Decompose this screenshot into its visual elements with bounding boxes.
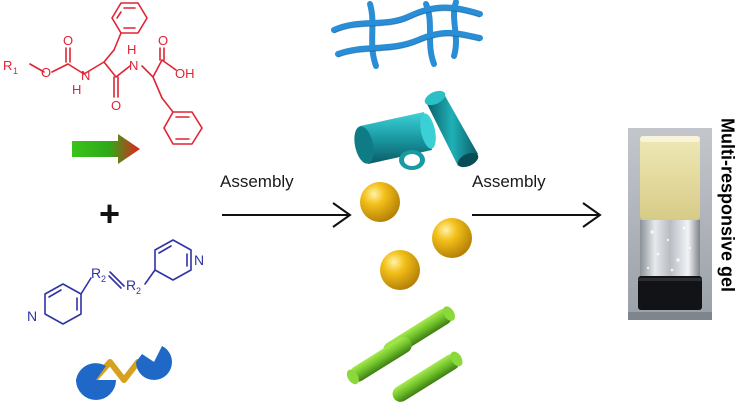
acid-oh-label: OH [175,66,195,81]
bipyridine-bonds [44,239,192,325]
nanorods [346,306,463,402]
dipeptide-bonds [29,2,203,145]
gel-vial-photo [628,128,712,320]
r2-second-label: R [126,277,136,293]
plus-sign: + [99,193,121,234]
nh2-n-label: N [129,58,138,73]
dipeptide-atom-labels: R 1 O O N H N H O O OH [3,33,195,113]
step1-assembly-label: Assembly [220,172,294,191]
r2-second-subscript: 2 [136,286,141,296]
bipyridine-molecule: N N R 2 R 2 [27,239,204,325]
ether-oxygen-label: O [41,65,51,80]
nh2-h-label: H [127,42,136,57]
r2-first-subscript: 2 [101,274,106,284]
step1-arrow [222,202,352,228]
step2-assembly-label: Assembly [472,172,546,191]
step2-arrow [472,202,602,228]
carbonyl-oxygen-label: O [63,33,73,48]
nh1-h-label: H [72,82,81,97]
multi-responsive-gel-label: Multi-responsive gel [717,117,738,293]
bipyridine-atom-labels: N N R 2 R 2 [27,252,204,324]
r1-label: R [3,58,12,73]
fiber-network [331,0,483,69]
spheres [360,182,472,290]
amide-oxygen-label: O [111,98,121,113]
dipeptide-molecule: R 1 O O N H N H O O OH [3,2,203,145]
r2-first-label: R [91,265,101,281]
right-pyridine-n-label: N [194,252,204,268]
acid-oxygen-label: O [158,33,168,48]
r1-subscript: 1 [13,66,18,76]
nh1-n-label: N [81,68,90,83]
capsule-linker-icon [76,346,172,400]
gradient-right-arrow-icon [72,134,140,164]
left-pyridine-n-label: N [27,308,37,324]
nanotubes [354,90,479,170]
